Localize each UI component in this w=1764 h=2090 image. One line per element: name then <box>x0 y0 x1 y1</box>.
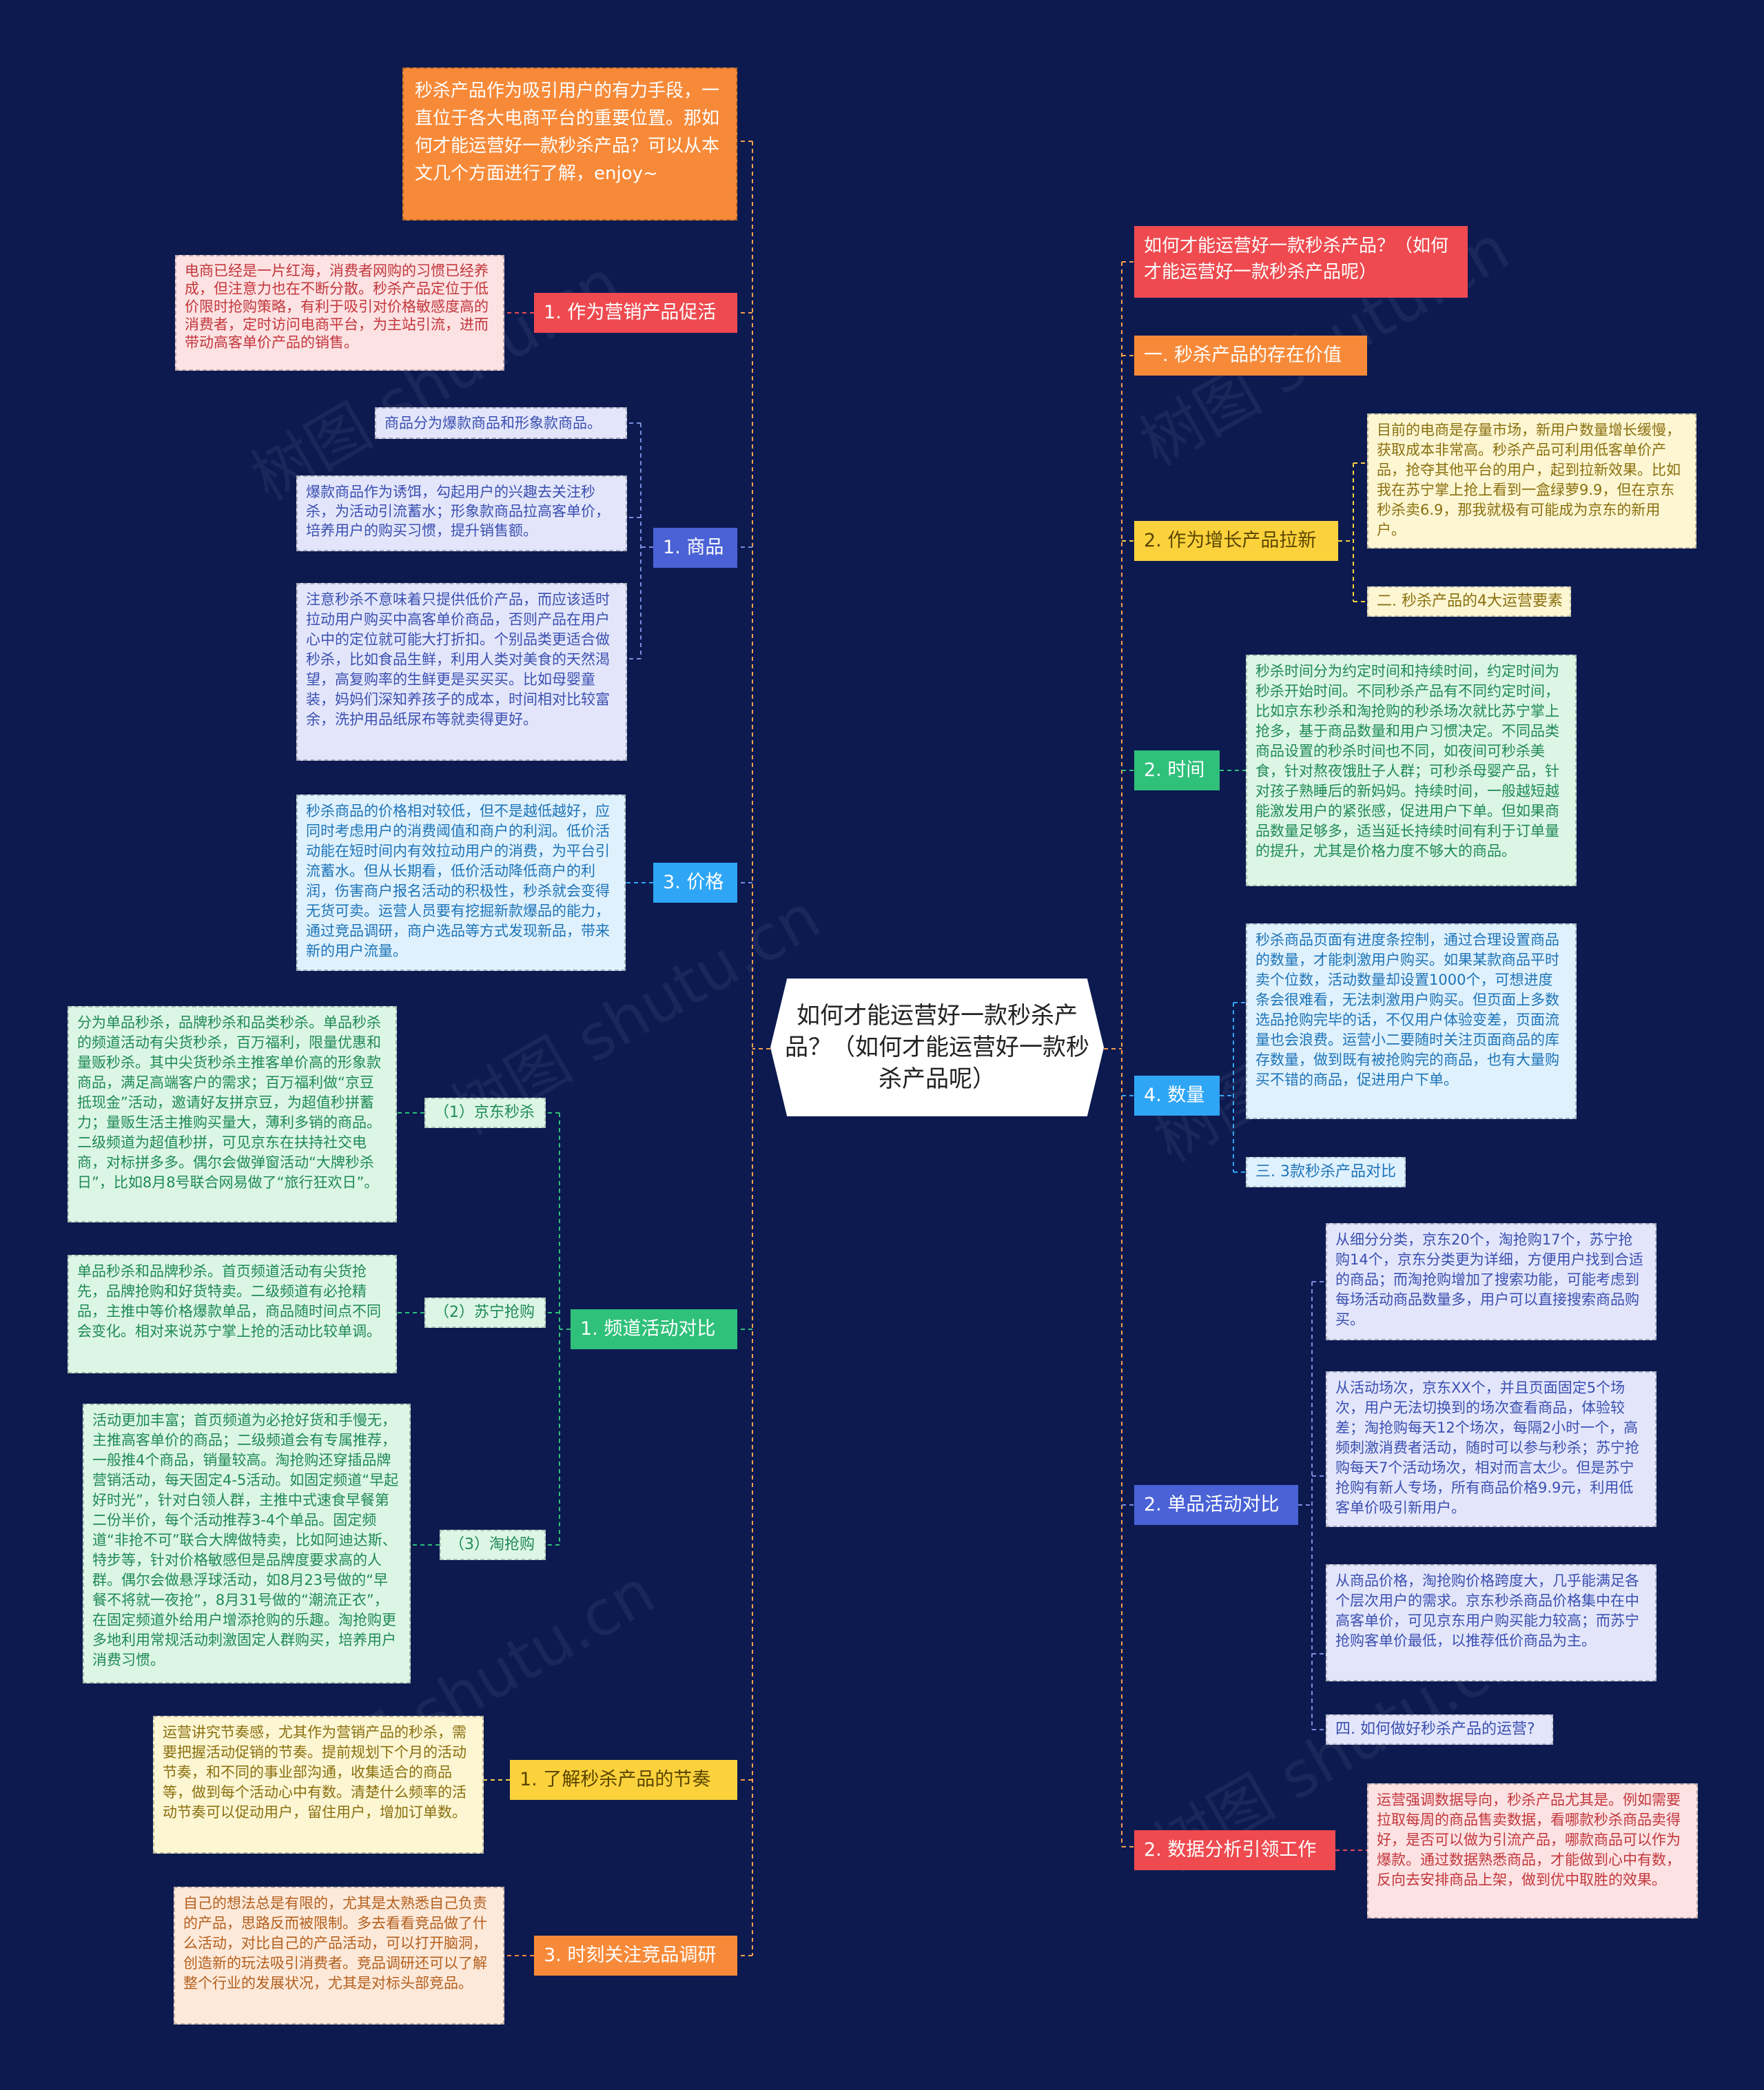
channel-sn[interactable]: （2）苏宁抢购 <box>424 1298 546 1328</box>
branch-time[interactable]: 2. 时间 <box>1134 750 1220 790</box>
goods-detail-2: 爆款商品作为诱饵，勾起用户的兴趣去关注秒杀，为活动引流蓄水；形象款商品拉高客单价… <box>296 475 627 551</box>
single-detail-1: 从细分分类，京东20个，淘抢购17个，苏宁抢购14个，京东分类更为详细，方便用户… <box>1326 1223 1657 1340</box>
branch-quantity[interactable]: 4. 数量 <box>1134 1076 1220 1116</box>
growth-detail: 目前的电商是存量市场，新用户数量增长缓慢，获取成本非常高。秒杀产品可利用低客单价… <box>1367 413 1696 549</box>
branch-rhythm[interactable]: 1. 了解秒杀产品的节奏 <box>510 1760 737 1800</box>
center-topic[interactable]: 如何才能运营好一款秒杀产品？（如何才能运营好一款秒杀产品呢） <box>770 979 1104 1116</box>
single-detail-3: 从商品价格，淘抢购价格跨度大，几乎能满足各个层次用户的需求。京东秒杀商品价格集中… <box>1326 1564 1657 1681</box>
compete-detail: 自己的想法总是有限的，尤其是太熟悉自己负责的产品，思路反而被限制。多去看看竞品做… <box>174 1887 504 2025</box>
branch-channel[interactable]: 1. 频道活动对比 <box>571 1309 737 1349</box>
quantity-sub[interactable]: 三. 3款秒杀产品对比 <box>1246 1157 1406 1187</box>
single-detail-2: 从活动场次，京东XX个，并且页面固定5个场次，用户无法切换到的场次查看商品，体验… <box>1326 1371 1657 1527</box>
quantity-detail: 秒杀商品页面有进度条控制，通过合理设置商品的数量，才能刺激用户购买。如果某款商品… <box>1246 923 1577 1119</box>
time-detail: 秒杀时间分为约定时间和持续时间，约定时间为秒杀开始时间。不同秒杀产品有不同约定时… <box>1246 655 1577 886</box>
promo-detail: 电商已经是一片红海，消费者网购的习惯已经养成，但注意力也在不断分散。秒杀产品定位… <box>175 255 504 371</box>
data-detail: 运营强调数据导向，秒杀产品尤其是。例如需要拉取每周的商品售卖数据，看哪款秒杀商品… <box>1367 1783 1698 1918</box>
single-sub[interactable]: 四. 如何做好秒杀产品的运营? <box>1326 1714 1553 1745</box>
right-title[interactable]: 如何才能运营好一款秒杀产品？（如何才能运营好一款秒杀产品呢） <box>1134 226 1468 298</box>
branch-goods[interactable]: 1. 商品 <box>653 528 737 568</box>
branch-growth[interactable]: 2. 作为增长产品拉新 <box>1134 521 1338 561</box>
channel-jd[interactable]: （1）京东秒杀 <box>424 1098 546 1128</box>
goods-detail-1: 商品分为爆款商品和形象款商品。 <box>375 407 627 439</box>
price-detail: 秒杀商品的价格相对较低，但不是越低越好，应同时考虑用户的消费阈值和商户的利润。低… <box>296 795 626 971</box>
branch-data[interactable]: 2. 数据分析引领工作 <box>1134 1830 1335 1870</box>
branch-promo[interactable]: 1. 作为营销产品促活 <box>534 293 737 333</box>
goods-detail-3: 注意秒杀不意味着只提供低价产品，而应该适时拉动用户购买中高客单价商品，否则产品在… <box>296 583 627 761</box>
growth-sub[interactable]: 二. 秒杀产品的4大运营要素 <box>1367 586 1571 617</box>
branch-value[interactable]: 一. 秒杀产品的存在价值 <box>1134 336 1367 376</box>
branch-single[interactable]: 2. 单品活动对比 <box>1134 1485 1298 1525</box>
channel-tb[interactable]: （3）淘抢购 <box>440 1530 546 1560</box>
channel-sn-detail: 单品秒杀和品牌秒杀。首页频道活动有尖货抢先，品牌抢购和好货特卖。二级频道有必抢精… <box>68 1255 397 1373</box>
intro-note: 秒杀产品作为吸引用户的有力手段，一直位于各大电商平台的重要位置。那如何才能运营好… <box>402 68 737 221</box>
branch-price[interactable]: 3. 价格 <box>653 863 737 903</box>
channel-jd-detail: 分为单品秒杀，品牌秒杀和品类秒杀。单品秒杀的频道活动有尖货秒杀，百万福利，限量优… <box>68 1006 397 1222</box>
channel-tb-detail: 活动更加丰富；首页频道为必抢好货和手慢无，主推高客单价的商品；二级频道会有专属推… <box>83 1404 411 1683</box>
branch-compete[interactable]: 3. 时刻关注竞品调研 <box>534 1936 737 1976</box>
rhythm-detail: 运营讲究节奏感，尤其作为营销产品的秒杀，需要把握活动促销的节奏。提前规划下个月的… <box>153 1716 484 1854</box>
